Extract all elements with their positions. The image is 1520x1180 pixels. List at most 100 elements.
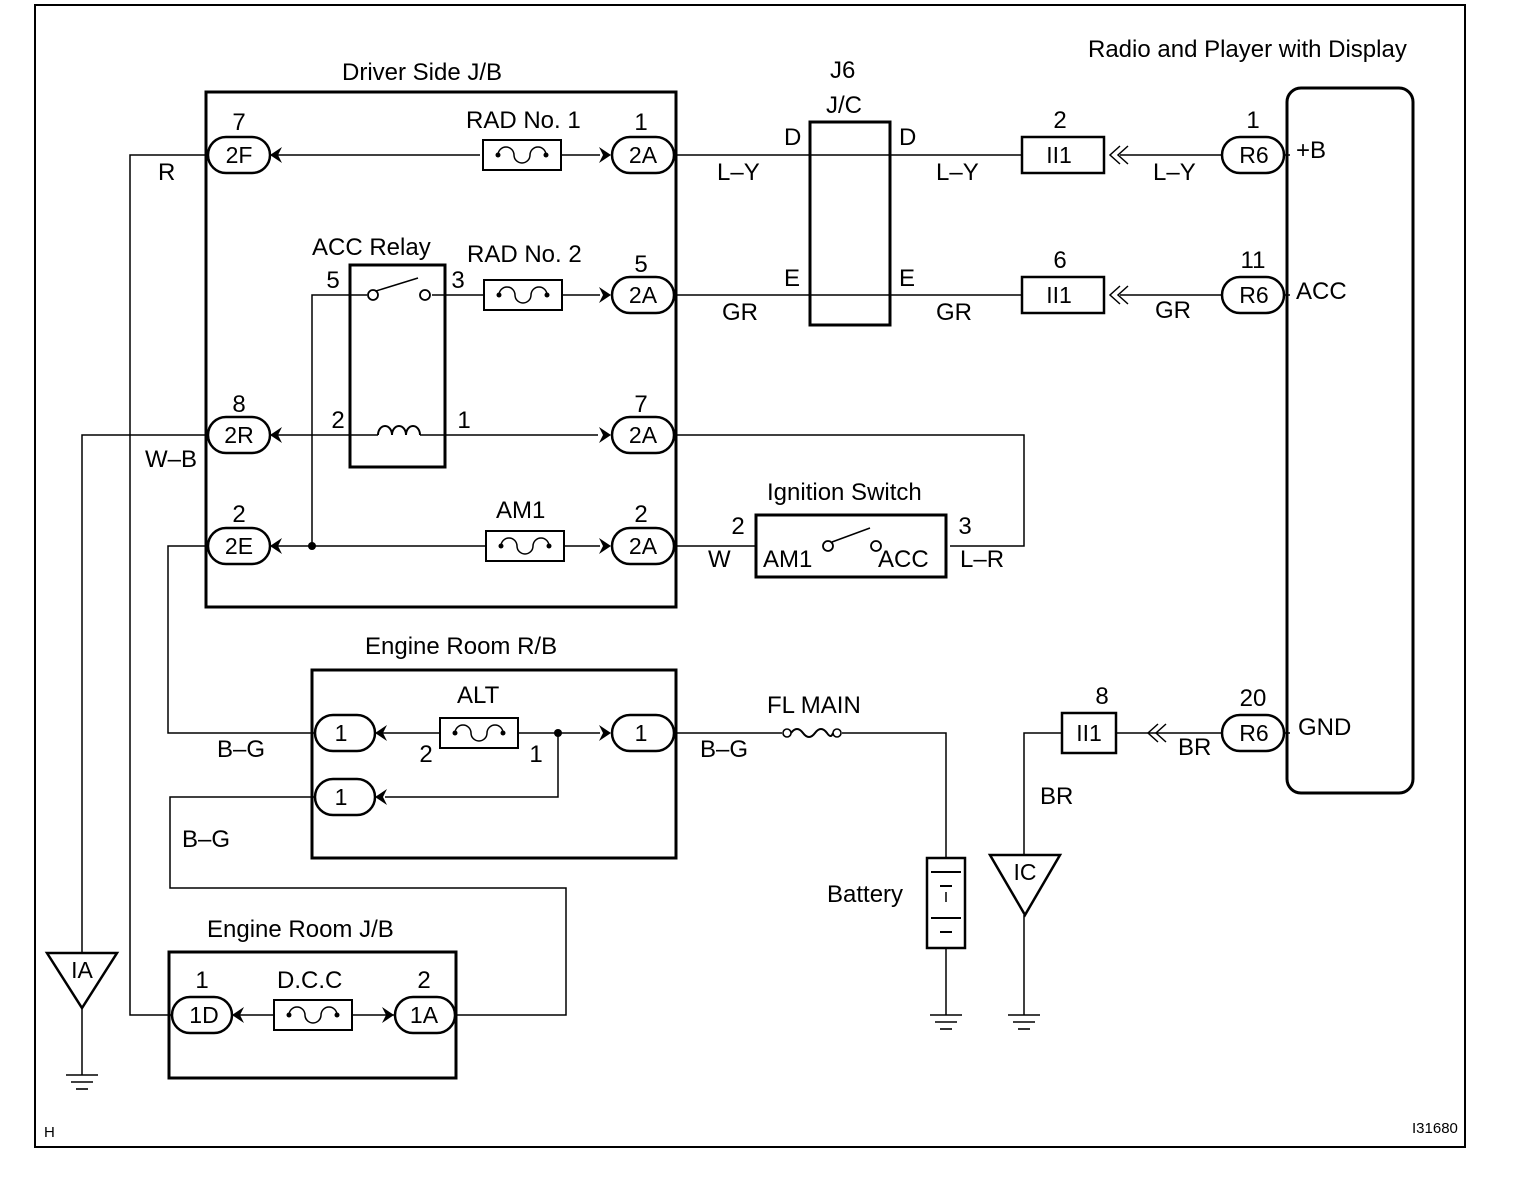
fuse-dcc-label: D.C.C [277,967,342,994]
j6-jc-box [808,120,892,327]
svg-text:1: 1 [335,720,348,746]
svg-text:+B: +B [1296,137,1326,164]
svg-text:IA: IA [71,957,93,983]
fuse-alt-icon [439,717,519,749]
acc-relay-title: ACC Relay [312,234,431,261]
svg-text:B–G: B–G [217,736,265,763]
svg-text:2A: 2A [629,533,658,559]
svg-text:L–Y: L–Y [717,159,760,186]
fuse-am1-icon [485,530,565,562]
acc-relay-coil [377,425,421,436]
svg-text:R6: R6 [1239,282,1268,308]
svg-text:1: 1 [457,407,470,434]
svg-text:11: 11 [1241,247,1266,274]
svg-text:L–Y: L–Y [1153,159,1196,186]
figure-id: I31680 [1412,1120,1458,1137]
fuse-rad1-label: RAD No. 1 [466,107,581,134]
svg-text:1: 1 [335,784,348,810]
connector-codes: 2F 2A 2A 2R 2A 2E 2A 1 1 1 1D 1A II1 II1… [71,142,1269,1028]
svg-text:7: 7 [232,109,245,136]
svg-text:1: 1 [529,741,542,768]
svg-text:2A: 2A [629,422,658,448]
fuse-rad2-label: RAD No. 2 [467,241,582,268]
pin-numbers: 7 1 5 5 3 8 2 1 7 2 2 2 3 2 1 1 2 2 6 1 … [195,107,1266,994]
svg-text:1: 1 [634,109,647,136]
battery-icon [925,856,967,950]
chassis-ground-icon [929,1014,963,1030]
svg-text:BR: BR [1178,734,1211,761]
svg-text:L–Y: L–Y [936,159,979,186]
svg-text:8: 8 [1095,683,1108,710]
svg-text:D: D [899,124,916,151]
fuse-dcc-icon [273,999,353,1031]
connectors [170,135,1286,1035]
svg-text:2E: 2E [225,533,253,559]
corner-code: H [44,1124,55,1141]
engine-room-jb-title: Engine Room J/B [207,916,394,943]
fuse-alt-label: ALT [457,682,500,709]
fuse-rad1-icon [482,139,562,171]
svg-text:2: 2 [419,741,432,768]
acc-relay-switch [367,277,431,301]
junction-dot [308,542,316,550]
svg-text:20: 20 [1240,685,1267,712]
svg-text:GR: GR [936,299,972,326]
svg-text:2: 2 [1053,107,1066,134]
terminal-names: D D E E +B ACC GND AM1 ACC [763,124,1351,741]
svg-text:2: 2 [232,501,245,528]
svg-text:R6: R6 [1239,720,1268,746]
svg-text:AM1: AM1 [763,546,812,573]
svg-text:E: E [899,265,915,292]
svg-text:ACC: ACC [1296,278,1347,305]
radio-unit-box [1285,86,1415,795]
svg-text:BR: BR [1040,783,1073,810]
svg-text:7: 7 [634,391,647,418]
svg-text:II1: II1 [1046,282,1072,308]
acc-relay-box [348,263,447,469]
ground-point-ia-icon [44,951,120,1011]
svg-text:2F: 2F [226,142,253,168]
svg-text:II1: II1 [1076,720,1102,746]
page-frame [34,4,1466,1148]
svg-text:2R: 2R [224,422,253,448]
svg-text:2: 2 [331,407,344,434]
svg-text:1: 1 [635,720,648,746]
svg-text:GR: GR [1155,297,1191,324]
svg-text:1A: 1A [410,1002,439,1028]
engine-room-rb-title: Engine Room R/B [365,633,557,660]
svg-text:GND: GND [1298,714,1351,741]
chassis-ground-icon [65,1074,99,1090]
ignition-switch-box [754,513,948,579]
jc-label: J/C [826,92,862,119]
svg-text:IC: IC [1014,859,1037,885]
wire-color-codes: R L–Y L–Y L–Y GR GR GR W–B W L–R B–G B–G… [145,159,1211,853]
ground-point-ic-icon [987,853,1063,918]
fuse-rad2-icon [483,279,563,311]
junction-dot [554,729,562,737]
svg-text:2: 2 [634,501,647,528]
svg-text:L–R: L–R [960,546,1004,573]
chassis-ground-icon [1007,1014,1041,1030]
svg-text:1: 1 [195,967,208,994]
svg-text:8: 8 [232,391,245,418]
svg-text:D: D [784,124,801,151]
svg-text:B–G: B–G [700,736,748,763]
ignition-switch-contacts [822,527,882,552]
j6-label: J6 [830,57,855,84]
svg-text:2A: 2A [629,142,658,168]
engine-room-rb-box [310,668,678,860]
svg-text:6: 6 [1053,247,1066,274]
svg-text:3: 3 [958,513,971,540]
svg-text:2A: 2A [629,282,658,308]
svg-text:W–B: W–B [145,446,197,473]
radio-unit-title: Radio and Player with Display [1088,36,1407,63]
svg-text:1: 1 [1246,107,1259,134]
fusible-link-fl-main-icon [782,728,842,738]
svg-text:B–G: B–G [182,826,230,853]
battery-label: Battery [827,881,903,908]
svg-text:1D: 1D [189,1002,218,1028]
driver-jb-title: Driver Side J/B [342,59,502,86]
svg-text:W: W [708,546,731,573]
svg-text:2: 2 [417,967,430,994]
